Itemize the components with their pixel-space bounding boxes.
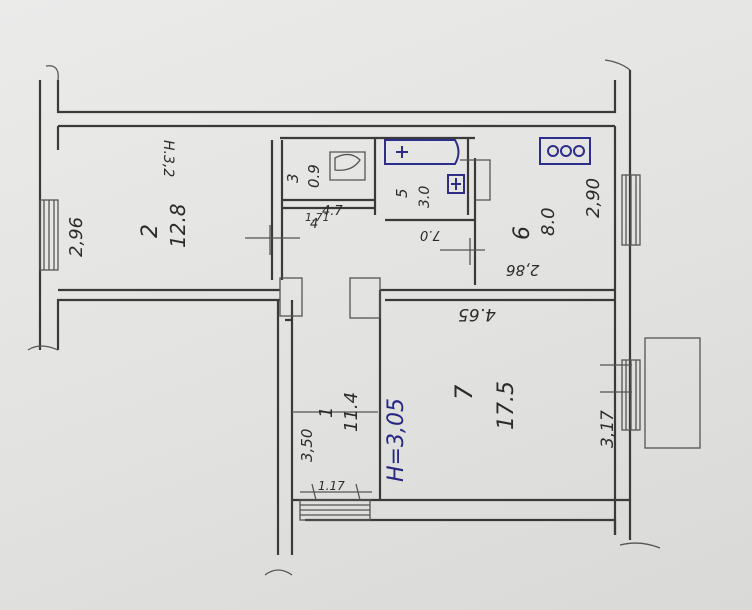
room-7-side: 4.65 bbox=[458, 304, 496, 324]
windows bbox=[39, 174, 701, 521]
room-1-number: 1 bbox=[316, 406, 337, 418]
room-5-number: 5 bbox=[393, 188, 411, 198]
fixtures-ink bbox=[384, 137, 591, 194]
room-2-width: 2,96 bbox=[66, 216, 87, 257]
outer-walls bbox=[27, 59, 661, 576]
room-7-area: 17.5 bbox=[494, 381, 519, 430]
room-3-number: 3 bbox=[284, 173, 302, 183]
room-2-area: 12.8 bbox=[166, 203, 190, 248]
interior-partitions bbox=[245, 136, 615, 500]
room-3-area: 0.9 bbox=[305, 164, 323, 188]
room-1-width: 3,50 bbox=[298, 428, 316, 462]
room-7-width: 3,17 bbox=[598, 410, 618, 448]
door-mark-1: 1.17 bbox=[318, 479, 345, 493]
dimension-ticks bbox=[292, 364, 632, 501]
door-mark-2: 1.71 bbox=[305, 211, 330, 224]
ceiling-height: H=3,05 bbox=[384, 398, 409, 482]
room-2-number: 2 bbox=[138, 224, 163, 238]
corridor-area: 4.7 bbox=[322, 204, 343, 219]
corridor-number: 4 bbox=[310, 217, 319, 232]
corridor-sub: 7.0 bbox=[420, 227, 441, 242]
room-2-height-note: Н.3,2 bbox=[160, 140, 176, 178]
room-5-area: 3.0 bbox=[417, 185, 433, 208]
room-1-area: 11.4 bbox=[341, 391, 362, 432]
room-6-area: 8.0 bbox=[538, 207, 559, 236]
room-6-width: 2,90 bbox=[583, 177, 604, 218]
room-6-side: 2,86 bbox=[506, 261, 540, 279]
room-6-number: 6 bbox=[510, 226, 535, 240]
room-7-number: 7 bbox=[450, 384, 478, 400]
